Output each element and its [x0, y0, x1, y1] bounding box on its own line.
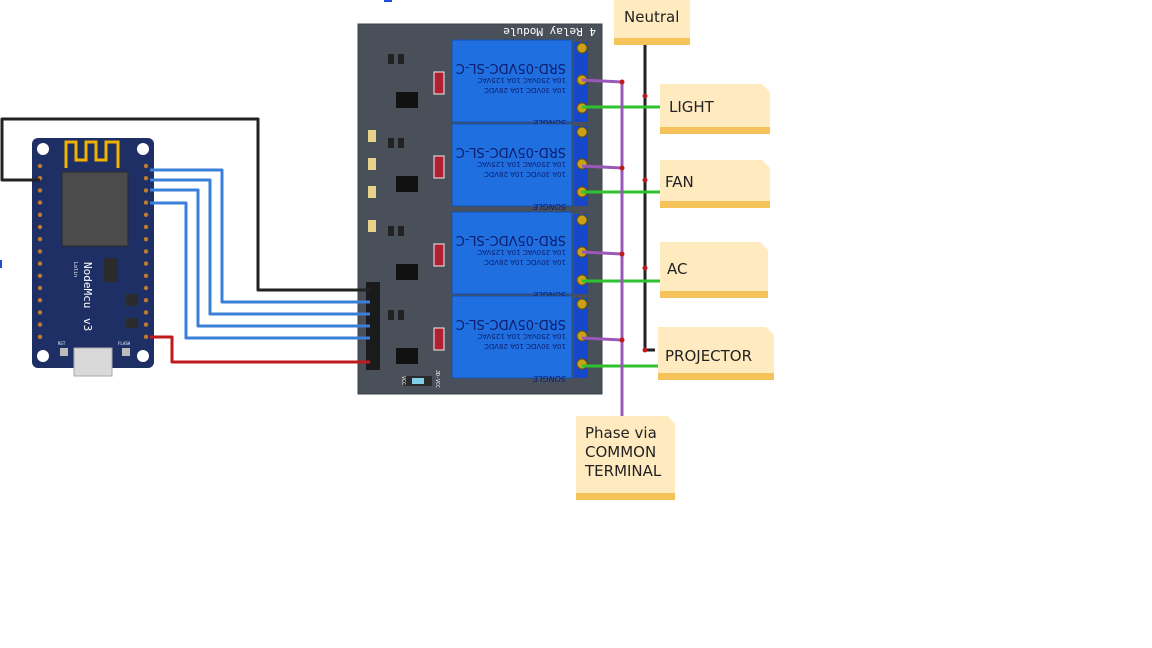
board-pin — [143, 285, 149, 291]
phase-label-line-3: TERMINAL — [584, 462, 662, 480]
relay-rating-label: 10A 30VDC 10A 28VDC — [484, 170, 566, 178]
phase-label-line-1: Phase via — [585, 424, 657, 442]
board-pin — [37, 188, 43, 193]
phase-branch-3 — [581, 250, 623, 256]
board-pin — [37, 298, 43, 303]
board-pin — [143, 188, 149, 193]
relay-brand-label: SONGLE — [532, 374, 566, 383]
board-pin — [37, 310, 43, 315]
relay-brand-label: SONGLE — [532, 118, 566, 127]
relay-rating-label: 10A 250VAC 10A 125VAC — [477, 76, 566, 84]
board-maker-label: Lolin — [72, 262, 78, 277]
rst-label: RST — [58, 341, 66, 346]
board-pin — [143, 261, 149, 266]
note-fan: FAN — [660, 160, 770, 208]
neutral-label: Neutral — [624, 8, 679, 26]
relay-model-label: SRD-05VDC-SL-C — [456, 144, 566, 159]
smd-component — [368, 158, 376, 170]
vcc-label: VCC — [400, 376, 406, 385]
board-pin — [37, 212, 43, 217]
ac-label: AC — [667, 260, 687, 278]
relay-model-label: SRD-05VDC-SL-C — [456, 60, 566, 75]
board-pin — [37, 261, 43, 266]
nodemcu-board: RST FLASH NodeMcu v3 Lolin — [32, 138, 154, 377]
note-neutral: Neutral — [614, 0, 690, 45]
board-pin — [143, 212, 149, 217]
relay-brand-label: SONGLE — [532, 202, 566, 211]
relay-rating-label: 10A 250VAC 10A 125VAC — [477, 332, 566, 340]
note-light: LIGHT — [660, 84, 770, 134]
signal-wire-d1 — [150, 168, 370, 304]
signal-wire-d3 — [150, 188, 370, 328]
jdvcc-label: JD-VCC — [434, 370, 440, 388]
board-pin — [37, 163, 43, 169]
relay-rating-label: 10A 30VDC 10A 28VDC — [484, 342, 566, 350]
fan-label: FAN — [665, 173, 694, 191]
board-pin — [37, 249, 43, 254]
note-ac: AC — [660, 242, 768, 298]
phase-label-line-2: COMMON — [585, 443, 656, 461]
board-pin — [37, 334, 43, 339]
board-pin — [37, 285, 43, 291]
board-pin — [143, 310, 149, 315]
board-pin — [143, 163, 149, 169]
power-wire — [150, 335, 370, 364]
smd-component — [368, 220, 376, 232]
relay-rating-label: 10A 30VDC 10A 28VDC — [484, 86, 566, 94]
relay-rating-label: 10A 30VDC 10A 28VDC — [484, 258, 566, 266]
signal-wire-d4 — [150, 201, 370, 340]
projector-label: PROJECTOR — [665, 347, 752, 365]
board-pin — [143, 334, 149, 339]
board-version-label: v3 — [81, 318, 94, 331]
relay-rating-label: 10A 250VAC 10A 125VAC — [477, 248, 566, 256]
phase-branch-4 — [581, 336, 623, 342]
board-pin — [37, 273, 43, 278]
board-pin — [143, 176, 149, 181]
board-pin — [143, 200, 149, 205]
relay-model-label: SRD-05VDC-SL-C — [456, 232, 566, 247]
board-name-label: NodeMcu — [81, 262, 94, 308]
ground-wire — [0, 117, 370, 292]
signal-wire-d2 — [150, 178, 370, 316]
board-pin — [143, 298, 149, 303]
relay-module-title: 4 Relay Module — [503, 25, 596, 38]
board-pin — [37, 237, 43, 242]
smd-component — [368, 130, 376, 142]
board-pin — [143, 249, 149, 254]
relay-model-label: SRD-05VDC-SL-C — [456, 316, 566, 331]
board-pin — [143, 237, 149, 242]
light-label: LIGHT — [669, 98, 715, 116]
board-pin — [143, 322, 149, 327]
flash-label: FLASH — [118, 341, 131, 346]
neutral-wire — [643, 42, 655, 352]
board-pin — [37, 224, 43, 230]
note-phase: Phase via COMMON TERMINAL — [576, 416, 675, 500]
relay-brand-label: SONGLE — [532, 290, 566, 299]
wires — [0, 42, 660, 418]
board-pin — [143, 273, 149, 278]
relay-rating-label: 10A 250VAC 10A 125VAC — [477, 160, 566, 168]
note-projector: PROJECTOR — [658, 327, 774, 380]
board-pin — [37, 200, 43, 205]
board-pin — [143, 224, 149, 230]
phase-branch-2 — [581, 164, 623, 170]
board-pin — [37, 322, 43, 327]
smd-component — [368, 186, 376, 198]
